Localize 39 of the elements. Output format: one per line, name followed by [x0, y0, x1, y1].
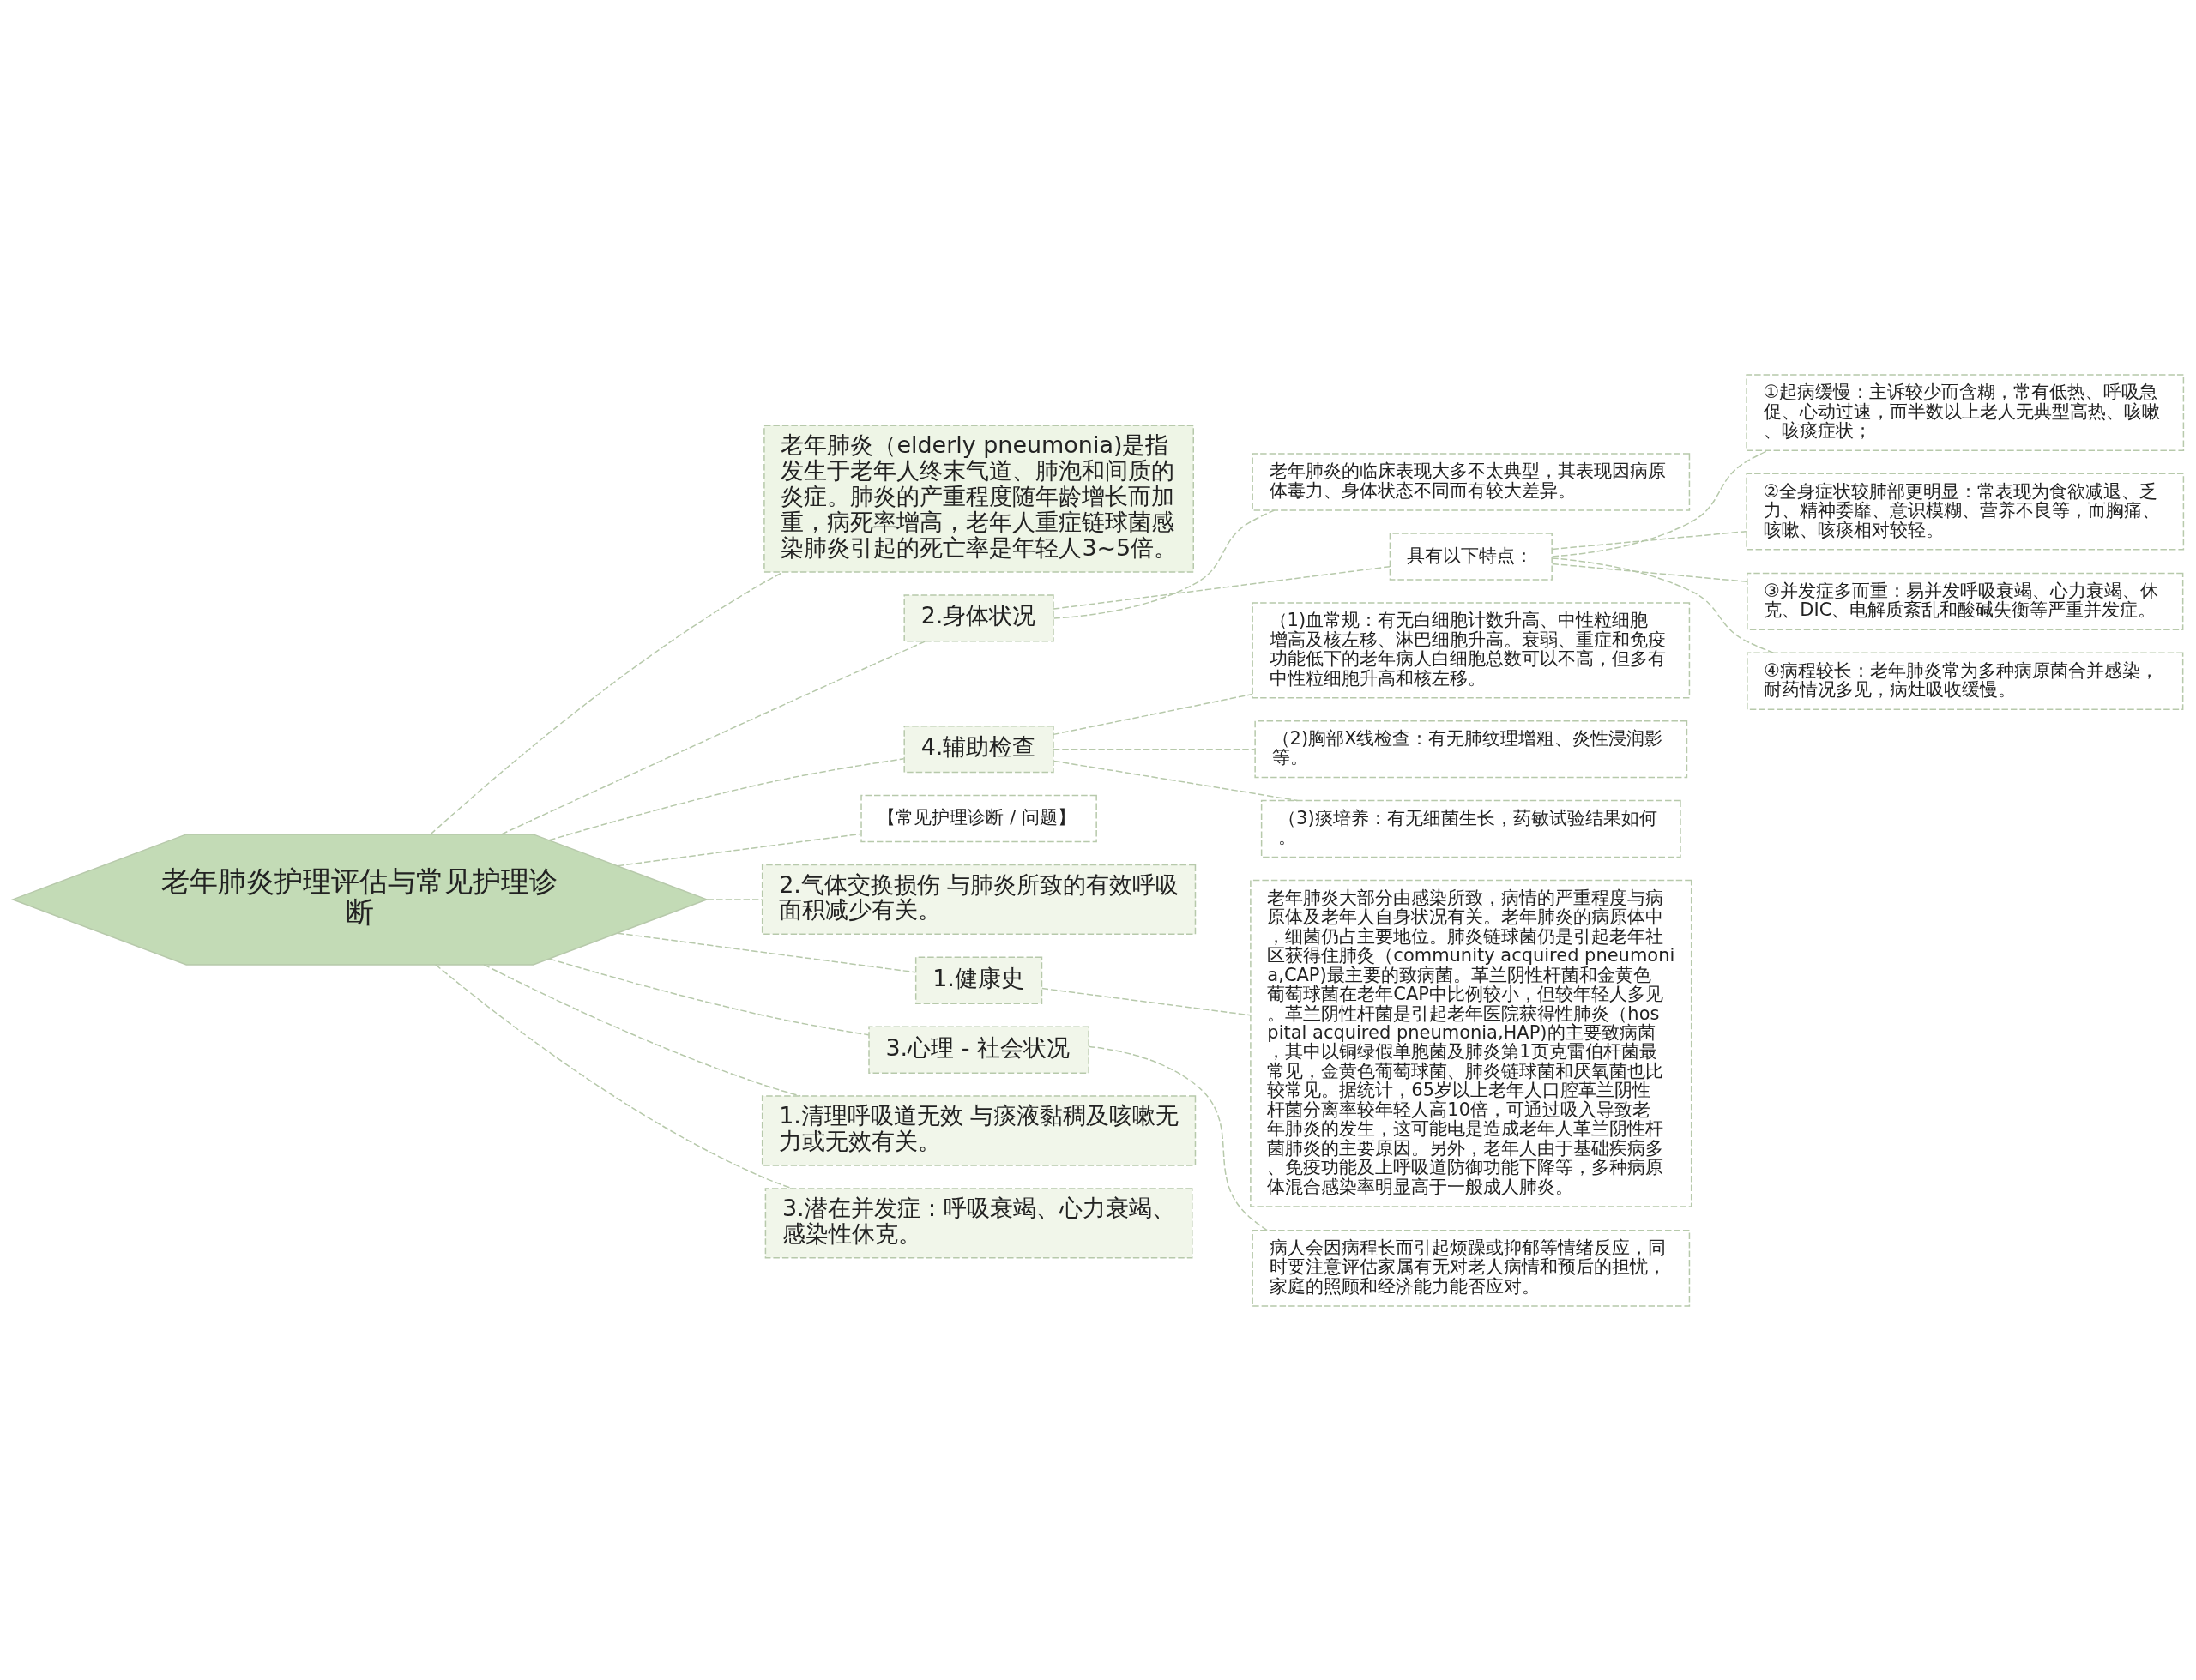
node-box: ③并发症多而重：易并发呼吸衰竭、心力衰竭、休克、DIC、电解质紊乱和酸碱失衡等严重并发症。 [1747, 572, 2184, 630]
connector [1053, 760, 1299, 801]
node-box: 老年肺炎大部分由感染所致，病情的严重程度与病原体及老年人自身状况有关。老年肺炎的病原体中，细菌仍占主要地位。肺炎链球菌仍是引起老年社区获得住肺灸（community acquired pneumonia,CAP)最主要的致病菌。革兰阴性杆菌和金黄色葡萄球菌在老年CAP中比例较小，但较年轻人多见。革兰阴性杆菌是引起老年医院获得性肺炎（hospital acquired pneumonia,HAP)的主要致病菌，其中以铜绿假单胞菌及肺炎第1页克雷伯杆菌最常见，金黄色葡萄球菌、肺炎链球菌和厌氧菌也比较常见。据统计，65岁以上老年人口腔革兰阴性杆菌分离率较年轻人高10倍，可通过吸入导致老年肺炎的发生，这可能电是造成老年人革兰阴性杆菌肺炎的主要原因。另外，老年人由于基础疾病多、免疫功能及上呼吸道防御功能下降等，多种病原体混合感染率明显高于一般成人肺炎。 [1250, 879, 1692, 1207]
node-box: （2)胸部X线检查：有无肺纹理增粗、炎性浸润影等。 [1254, 720, 1688, 778]
connector [617, 833, 862, 866]
connector [706, 898, 763, 900]
node-box: 1.清理呼吸道无效 与痰液黏稠及咳嗽无力或无效有关。 [761, 1094, 1197, 1166]
connector [1088, 1045, 1268, 1231]
node-box: ②全身症状较肺部更明显：常表现为食欲减退、乏力、精神委靡、意识模糊、营养不良等，而胸痛、咳嗽、咳痰相对较轻。 [1746, 473, 2185, 550]
node-box: （1)血常规：有无白细胞计数升高、中性粒细胞增高及核左移、淋巴细胞升高。衰弱、重症和免疫功能低下的老年病人白细胞总数可以不高，但多有中性粒细胞升高和核左移。 [1252, 601, 1691, 698]
connector [1053, 509, 1276, 619]
connector [1551, 557, 1775, 653]
node-box: 老年肺炎的临床表现大多不太典型，其表现因病原体毒力、身体状态不同而有较大差异。 [1252, 452, 1691, 511]
connector [1053, 565, 1391, 610]
connector [548, 957, 870, 1035]
node-box: 老年肺炎（elderly pneumonia)是指发生于老年人终末气道、肺泡和间质的炎症。肺炎的产重程度随年龄增长而加重，病死率增高，老年人重症链球菌感染肺炎引起的死亡率是年轻人3~5倍。 [763, 424, 1194, 573]
node-box: 3.心理 - 社会状况 [868, 1025, 1089, 1074]
connector [435, 963, 793, 1189]
node-box: 1.健康史 [914, 956, 1043, 1004]
connector [617, 931, 916, 972]
connector [1053, 748, 1256, 750]
node-box: （3)痰培养：有无细菌生长，药敏试验结果如何。 [1260, 799, 1681, 858]
connector [1053, 693, 1253, 735]
node-box: ①起病缓慢：主诉较少而含糊，常有低热、呼吸急促、心动过速，而半数以上老人无典型高热、咳嗽、咳痰症状； [1746, 373, 2185, 451]
connector [500, 640, 926, 835]
node-box: 3.潜在并发症：呼吸衰竭、心力衰竭、感染性休克。 [764, 1187, 1193, 1259]
node-box: 病人会因病程长而引起烦躁或抑郁等情绪反应，同时要注意评估家属有无对老人病情和预后的担忧，家庭的照顾和经济能力能否应对。 [1252, 1229, 1691, 1307]
connector [1551, 563, 1748, 582]
connector [1551, 449, 1769, 557]
node-box: 【常见护理诊断 / 问题】 [860, 794, 1097, 842]
connector [1041, 987, 1252, 1016]
node-box: 2.身体状况 [903, 593, 1054, 642]
node-box: ④病程较长：老年肺炎常为多种病原菌合并感染，耐药情况多见，病灶吸收缓慢。 [1747, 652, 2184, 710]
connector [548, 757, 905, 841]
connector [483, 963, 801, 1097]
connector [1551, 530, 1747, 550]
node-box: 具有以下特点： [1389, 532, 1553, 581]
node-box: 2.气体交换损伤 与肺炎所致的有效呼吸面积减少有关。 [761, 864, 1197, 935]
node-box: 4.辅助检查 [903, 725, 1054, 773]
